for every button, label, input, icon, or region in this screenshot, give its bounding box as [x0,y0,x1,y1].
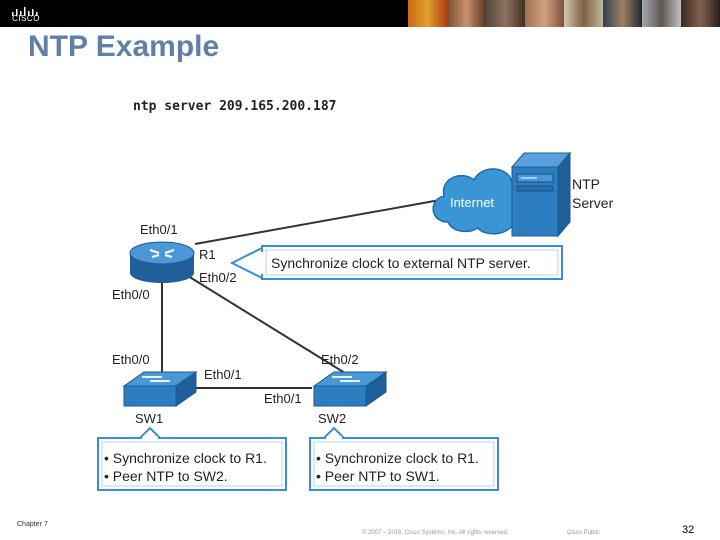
link-r1-internet [194,199,441,245]
footer-copyright: © 2007 – 2016, Cisco Systems, Inc. All r… [362,530,509,536]
sw2-callout: • Synchronize clock to R1. • Peer NTP to… [309,426,499,491]
sw1-bullet-2: • Peer NTP to SW2. [104,468,228,484]
internet-label: Internet [450,195,494,210]
photo-8 [681,0,720,27]
ntp-server-icon [510,151,572,238]
switch-sw2-icon [312,371,388,407]
link-r1-sw2 [187,275,346,374]
top-banner: CISCO [0,0,720,27]
footer-classification: Cisco Public [567,530,601,536]
r1-callout-text: Synchronize clock to external NTP server… [271,255,531,271]
photo-7 [642,0,681,27]
photo-1 [408,0,447,27]
sw1-name-label: SW1 [135,411,163,426]
page-number: 32 [682,524,695,536]
photo-strip [408,0,720,27]
photo-4 [525,0,564,27]
sw2-bullet-1: • Synchronize clock to R1. [316,450,479,466]
r1-eth00-label: Eth0/0 [112,287,150,302]
r1-eth01-label: Eth0/1 [140,222,178,237]
ntp-server-label-line2: Server [572,195,614,211]
logo-text: CISCO [12,14,40,23]
cisco-logo: CISCO [8,4,44,24]
photo-5 [564,0,603,27]
sw2-eth02-label: Eth0/2 [321,352,359,367]
switch-sw1-icon [122,371,198,407]
sw2-eth01-label: Eth0/1 [264,391,302,406]
router-r1-icon [129,241,195,283]
footer-chapter: Chapter 7 [17,521,48,528]
sw2-name-label: SW2 [318,411,346,426]
r1-callout: Synchronize clock to external NTP server… [229,245,563,280]
sw1-callout: • Synchronize clock to R1. • Peer NTP to… [97,426,287,491]
photo-2 [447,0,486,27]
sw1-bullet-1: • Synchronize clock to R1. [104,450,267,466]
sw1-eth00-label: Eth0/0 [112,352,150,367]
photo-6 [603,0,642,27]
r1-eth02-label: Eth0/2 [199,270,237,285]
sw1-eth01-label: Eth0/1 [204,367,242,382]
sw2-bullet-2: • Peer NTP to SW1. [316,468,440,484]
photo-3 [486,0,525,27]
ntp-command-text: ntp server 209.165.200.187 [133,99,337,114]
slide-title: NTP Example [28,30,220,63]
r1-name-label: R1 [199,247,216,262]
ntp-server-label-line1: NTP [572,176,600,192]
